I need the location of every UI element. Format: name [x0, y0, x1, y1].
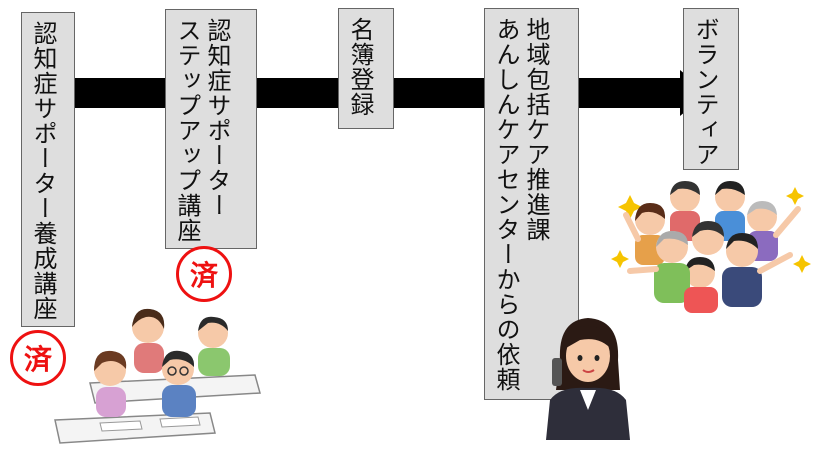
step-label: 地域包括ケア推進課 あんしんケアセンターからの依頼	[492, 17, 550, 392]
cheering-crowd-icon	[611, 181, 811, 313]
step-label: 認知症サポーター ステップアップ講座	[173, 18, 231, 243]
step-box-volunteer: ボランティア	[683, 8, 739, 170]
step-label: 名簿登録	[346, 17, 374, 117]
step-box-supporter-course: 認知症サポーター養成講座	[21, 12, 75, 327]
step-label: 認知症サポーター養成講座	[29, 21, 57, 321]
done-stamp: 済	[176, 246, 232, 302]
step-label: ボランティア	[691, 17, 719, 167]
step-box-roster: 名簿登録	[338, 8, 394, 129]
people-studying-icon	[54, 308, 261, 444]
done-stamp: 済	[10, 330, 66, 386]
woman-on-phone-icon	[546, 318, 630, 440]
step-box-request: 地域包括ケア推進課 あんしんケアセンターからの依頼	[484, 8, 579, 400]
step-box-stepup-course: 認知症サポーター ステップアップ講座	[165, 9, 257, 249]
